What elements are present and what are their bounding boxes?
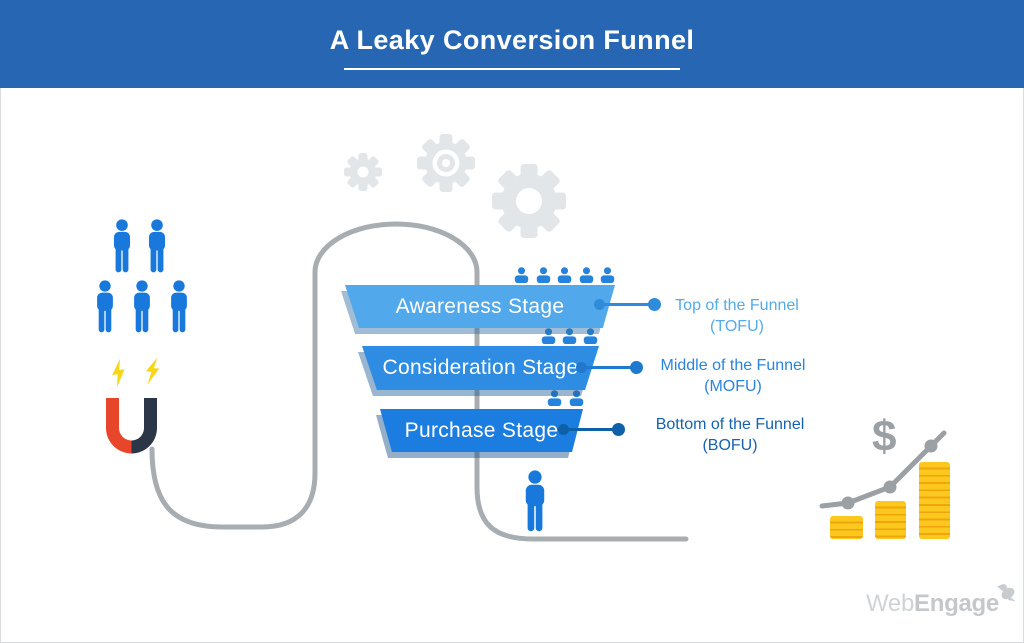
callout-line: Top of the Funnel [675,297,799,314]
converted-person-icon [516,470,554,532]
dollar-icon: $ [872,412,897,461]
callout-line: Middle of the Funnel [660,357,806,374]
header-banner: A Leaky Conversion Funnel [0,0,1024,88]
connector-mofu [576,361,643,374]
connector-bofu [558,423,625,436]
stage-label: Purchase Stage [404,418,559,442]
logo-text-engage: Engage [914,590,999,617]
coin-stack-icon [830,516,863,539]
coin-stack-icon [875,501,906,539]
callout-bofu: Bottom of the Funnel (BOFU) [640,414,820,456]
title-underline [344,68,680,70]
funnel-stage-consideration: Consideration Stage [362,346,599,390]
callout-abbr: (TOFU) [710,318,764,335]
callout-mofu: Middle of the Funnel (MOFU) [643,355,823,397]
funnel-stage-purchase: Purchase Stage [380,409,583,452]
bird-icon [996,584,1016,602]
page-title: A Leaky Conversion Funnel [329,25,695,55]
stage-label: Awareness Stage [395,294,565,318]
callout-abbr: (BOFU) [702,437,758,454]
logo-text-web: Web [866,590,915,617]
webengage-logo: Web Engage [866,584,1017,618]
stage-label: Consideration Stage [382,356,579,379]
callout-tofu: Top of the Funnel (TOFU) [647,295,827,337]
funnel-stage-awareness: Awareness Stage [345,285,615,328]
coin-stack-icon [919,462,950,539]
callout-abbr: (MOFU) [704,378,762,395]
callout-line: Bottom of the Funnel [655,416,805,433]
